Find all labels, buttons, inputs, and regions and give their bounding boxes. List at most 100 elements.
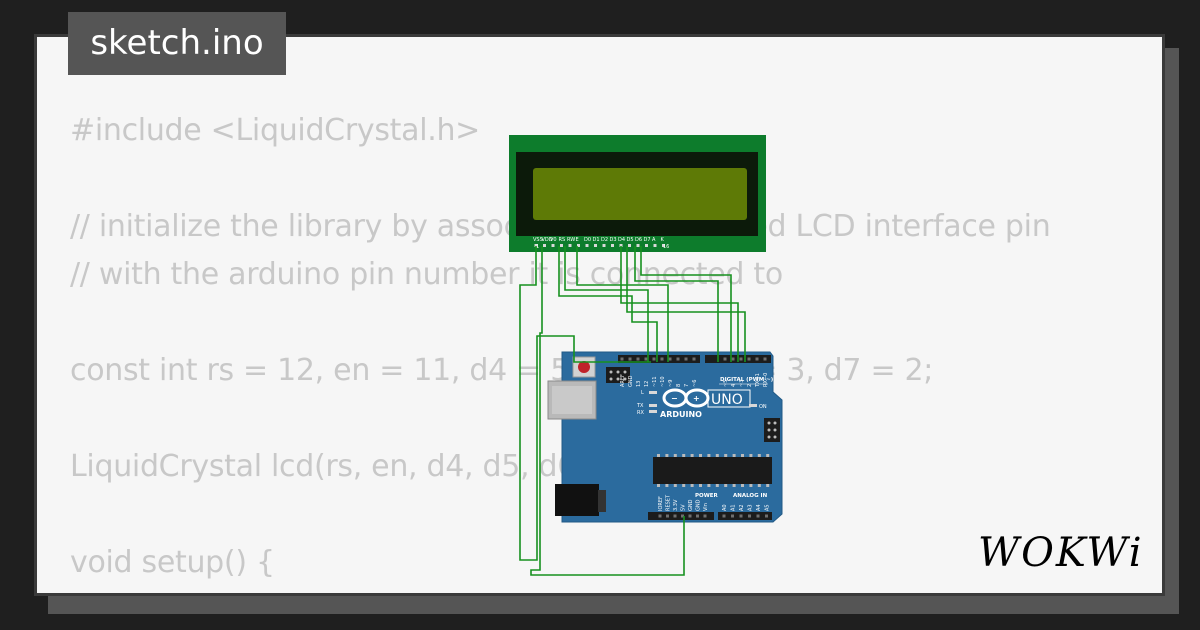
header-pin[interactable] [692,357,696,361]
header-pin[interactable] [763,357,767,361]
power-jack [555,484,599,516]
wire-rs-12 [558,246,658,362]
header-pin-label: 12 [644,381,650,387]
icsp-header-right [764,418,780,442]
lcd-pin-label: D5 [627,237,634,243]
lcd-pin-label: D7 [644,237,651,243]
header-pin[interactable] [731,357,735,361]
header-pin[interactable] [620,357,624,361]
analog-pin-label: A1 [731,504,737,511]
header-pin[interactable] [684,357,688,361]
lcd-pin-label: V0 [550,237,557,243]
chip-pin [673,484,677,487]
lcd-pin[interactable] [585,244,589,247]
analog-pin[interactable] [722,514,726,518]
analog-pin-label: A3 [748,504,754,511]
analog-pin-label: A2 [739,504,745,511]
wire-vss-gnd [519,246,651,561]
header-pin[interactable] [660,357,664,361]
lcd-pin-label: RW [567,237,575,243]
led-label-tx: TX [636,403,644,409]
header-pin[interactable] [628,357,632,361]
lcd-pin[interactable] [577,244,580,247]
lcd-pin-label: VSS [533,237,543,243]
chip-pin [699,484,702,487]
power-pin[interactable] [703,514,707,518]
header-pin-label: ~6 [692,380,698,387]
header-pin[interactable] [739,357,743,361]
power-pin-label: Vin [703,503,709,511]
wire-rw-gnd [564,246,649,362]
led-on [749,404,757,407]
lcd-pin[interactable] [662,244,665,247]
header-pin-label: ~5 [723,380,729,387]
power-pin[interactable] [688,514,692,518]
wokwi-logo-text: WOKWi [978,530,1144,576]
chip-pin [690,484,694,487]
led-label-rx: RX [637,410,644,416]
header-pin-label: ~3 [739,380,745,387]
power-pin[interactable] [658,514,662,518]
lcd-pin[interactable] [611,244,614,247]
header-pin-label: 2 [747,384,753,387]
lcd-pin[interactable] [534,244,538,247]
lcd-pin[interactable] [645,244,648,247]
power-label: POWER [695,493,719,499]
header-pin-label: 7 [684,384,690,387]
lcd-pin[interactable] [602,244,606,247]
lcd-pin[interactable] [628,244,631,247]
lcd-pin[interactable] [568,244,572,247]
chip-pin [690,454,694,457]
lcd-pin[interactable] [551,244,555,247]
analog-pin[interactable] [748,514,751,518]
header-pin[interactable] [723,357,727,361]
header-pin[interactable] [644,357,648,361]
power-pin[interactable] [673,514,677,518]
led-label-l: L [641,390,644,396]
lcd-pin[interactable] [619,244,623,247]
code-line: #include <LiquidCrystal.h> [70,113,481,148]
wire-e-11 [576,246,669,362]
analog-pin-label: A4 [756,504,762,511]
lcd-pin[interactable] [653,244,657,247]
header-pin[interactable] [755,357,759,361]
header-pin[interactable] [652,357,656,361]
lcd-pin-number-last: 16 [663,244,669,250]
header-pin[interactable] [747,357,751,361]
chip-pin [673,454,677,457]
file-name-tab[interactable]: sketch.ino [68,12,286,75]
header-pin-label: TX→1 [755,373,761,388]
chip-pin [757,484,761,487]
header-pin[interactable] [676,357,680,361]
chip-pin [732,454,736,457]
lcd-pin-label: E [576,237,579,243]
header-pin[interactable] [668,357,672,361]
analog-pin[interactable] [765,514,768,518]
lcd-pin[interactable] [560,244,563,247]
svg-text:+: + [693,394,700,403]
led-l [649,391,657,394]
header-pin[interactable] [636,357,640,361]
lcd-pin-label: D6 [635,237,642,243]
chip-pin [657,454,660,457]
power-pin[interactable] [696,514,699,518]
chip-pin [732,484,736,487]
svg-text:−: − [671,394,678,403]
chip-pin [665,484,669,487]
header-pin-label: 4 [731,384,737,387]
wire-d7-2 [640,246,732,362]
lcd-pin[interactable] [594,244,597,247]
lcd-pin[interactable] [543,244,546,247]
lcd-pin[interactable] [636,244,640,247]
analog-pin[interactable] [739,514,743,518]
board-brand: ARDUINO [660,410,702,419]
power-pin[interactable] [666,514,669,518]
analog-pin[interactable] [731,514,734,518]
chip-pin [741,484,744,487]
led-label-on: ON [759,404,767,410]
power-pin[interactable] [681,514,684,518]
analog-pin[interactable] [756,514,760,518]
